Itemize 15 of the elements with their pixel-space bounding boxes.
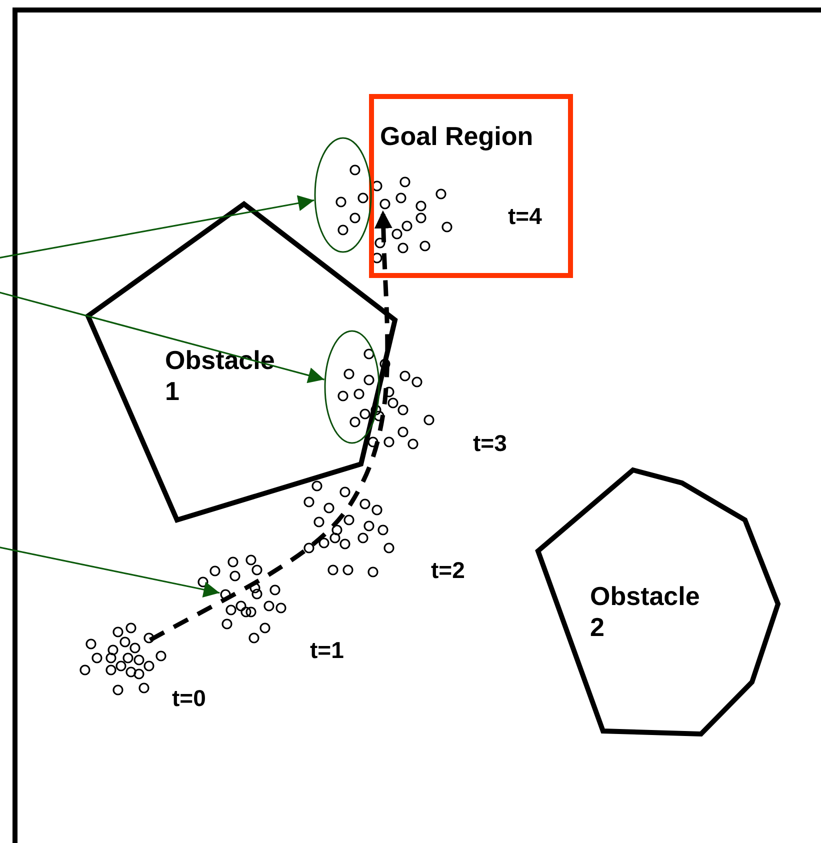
pentagon-obstacle — [85, 201, 398, 523]
time-step-label: t=2 — [431, 557, 465, 584]
time-step-label: t=1 — [310, 637, 344, 664]
particle-circle — [220, 588, 230, 600]
ellipse-outline — [314, 137, 372, 253]
arrow — [0, 546, 220, 598]
time-step-label: t=4 — [508, 203, 542, 230]
time-step-label: t=0 — [172, 685, 206, 712]
time-step-label: t=3 — [473, 430, 507, 457]
heptagon-obstacle — [535, 467, 781, 737]
arrow — [0, 291, 324, 384]
arrow — [0, 195, 314, 259]
node-label: Obstacle 2 — [590, 581, 701, 644]
node-label: Goal Region — [380, 121, 534, 152]
goal-region-box — [369, 94, 573, 278]
